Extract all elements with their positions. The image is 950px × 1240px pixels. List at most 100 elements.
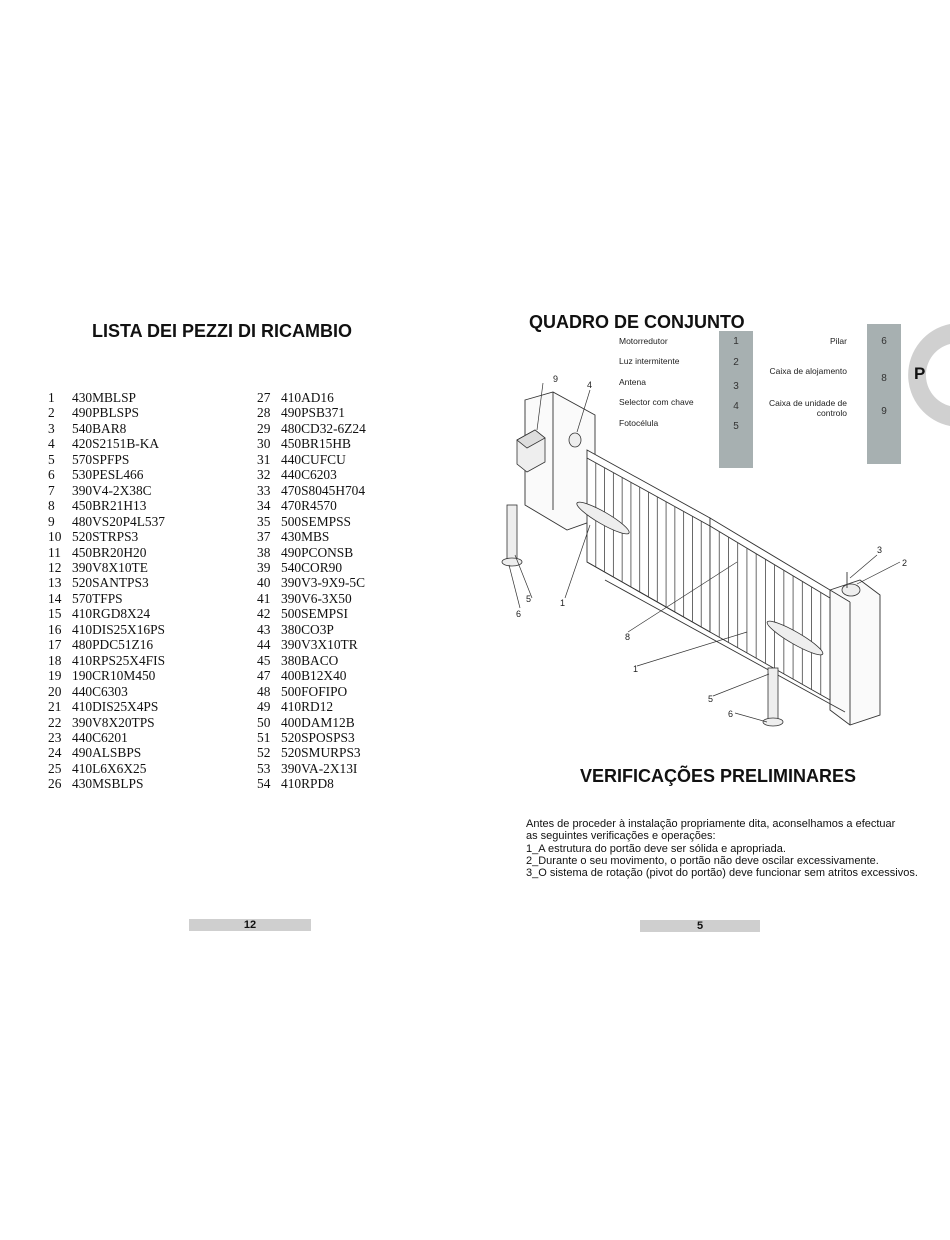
intro-line: 1_A estrutura do portão deve ser sólida … [526, 842, 786, 855]
part-number: 12 [48, 559, 62, 575]
part-number: 23 [48, 729, 62, 745]
part-code: 530PESL466 [72, 467, 144, 483]
part-code: 450BR15HB [281, 436, 351, 452]
legend-num: 3 [733, 381, 739, 392]
part-code: 410AD16 [281, 390, 334, 405]
part-code: 390V8X20TPS [72, 714, 155, 730]
part-number: 14 [48, 590, 62, 606]
parts-list-row: 14 570TFPS [48, 591, 165, 606]
part-code: 190CR10M450 [72, 668, 156, 684]
part-number: 30 [257, 436, 271, 452]
part-code: 480VS20P4L537 [72, 513, 166, 529]
part-code: 520STRPS3 [72, 529, 139, 545]
part-code: 490ALSBPS [72, 745, 142, 761]
part-code: 540COR90 [281, 559, 343, 575]
part-number: 54 [257, 776, 271, 792]
part-number: 28 [257, 405, 271, 421]
intro-line: 2_Durante o seu movimento, o portão não … [526, 854, 879, 867]
legend-label: Motorredutor [619, 336, 668, 346]
part-code: 410DIS25X16PS [72, 621, 166, 637]
part-number: 24 [48, 745, 62, 761]
parts-list-row: 30 450BR15HB [257, 436, 366, 451]
legend-label: Luz intermitente [619, 356, 680, 366]
part-number: 8 [48, 498, 55, 514]
part-code: 500SEMPSI [281, 606, 348, 622]
part-number: 1 [48, 390, 55, 405]
part-code: 390V3-9X9-5C [281, 575, 366, 591]
legend-label: Antena [619, 377, 646, 387]
part-number: 25 [48, 760, 62, 776]
part-number: 45 [257, 652, 271, 668]
part-code: 410L6X6X25 [72, 760, 147, 776]
preliminary-checks-title: VERIFICAÇÕES PRELIMINARES [580, 766, 857, 786]
callout-6: 6 [516, 609, 521, 619]
parts-list-row: 27 410AD16 [257, 390, 366, 405]
intro-text: Antes de proceder à instalação propriame… [526, 818, 918, 879]
part-number: 34 [257, 498, 271, 514]
part-code: 420S2151B-KA [72, 436, 160, 452]
part-number: 41 [257, 590, 271, 606]
part-number: 2 [48, 405, 55, 421]
part-number: 15 [48, 606, 62, 622]
parts-list-row: 34 470R4570 [257, 498, 366, 513]
part-number: 39 [257, 559, 271, 575]
part-code: 490PBLSPS [72, 405, 139, 421]
part-number: 32 [257, 467, 271, 483]
part-code: 430MBS [281, 529, 330, 545]
legend-num: 5 [733, 421, 739, 432]
part-code: 500SEMPSS [281, 513, 351, 529]
parts-list-row: 11 450BR20H20 [48, 545, 165, 560]
part-number: 20 [48, 683, 62, 699]
part-code: 400DAM12B [281, 714, 355, 730]
callout-4: 4 [587, 380, 592, 390]
part-code: 520SANTPS3 [72, 575, 149, 591]
part-code: 570SPFPS [72, 451, 130, 467]
legend-bar-right: 6 8 9 [867, 324, 901, 464]
parts-list-row: 13 520SANTPS3 [48, 575, 165, 590]
parts-list-row: 4 420S2151B-KA [48, 436, 165, 451]
gate-diagram: 9 4 3 2 5 6 1 8 1 5 6 [501, 374, 907, 727]
part-code: 380CO3P [281, 621, 334, 637]
part-number: 50 [257, 714, 271, 730]
parts-list-row: 2 490PBLSPS [48, 405, 165, 420]
part-code: 450BR20H20 [72, 544, 147, 560]
part-code: 490PSB371 [281, 405, 345, 421]
callout-6b: 6 [728, 709, 733, 719]
part-code: 470R4570 [281, 498, 337, 514]
callout-8: 8 [625, 632, 630, 642]
part-code: 430MBLSP [72, 390, 136, 405]
callout-9: 9 [553, 374, 558, 384]
part-code: 470S8045H704 [281, 482, 366, 498]
part-code: 390V6-3X50 [281, 590, 352, 606]
part-number: 17 [48, 637, 62, 653]
part-number: 13 [48, 575, 62, 591]
part-number: 21 [48, 699, 62, 715]
part-number: 11 [48, 544, 61, 560]
legend-label: Caixa de alojamento [769, 366, 848, 376]
part-number: 27 [257, 390, 271, 405]
parts-list-row: 24 490ALSBPS [48, 745, 165, 760]
part-code: 440CUFCU [281, 451, 346, 467]
part-number: 4 [48, 436, 55, 452]
legend-label: Selector com chave [619, 397, 694, 407]
part-code: 570TFPS [72, 590, 123, 606]
legend-num: 2 [733, 357, 739, 368]
